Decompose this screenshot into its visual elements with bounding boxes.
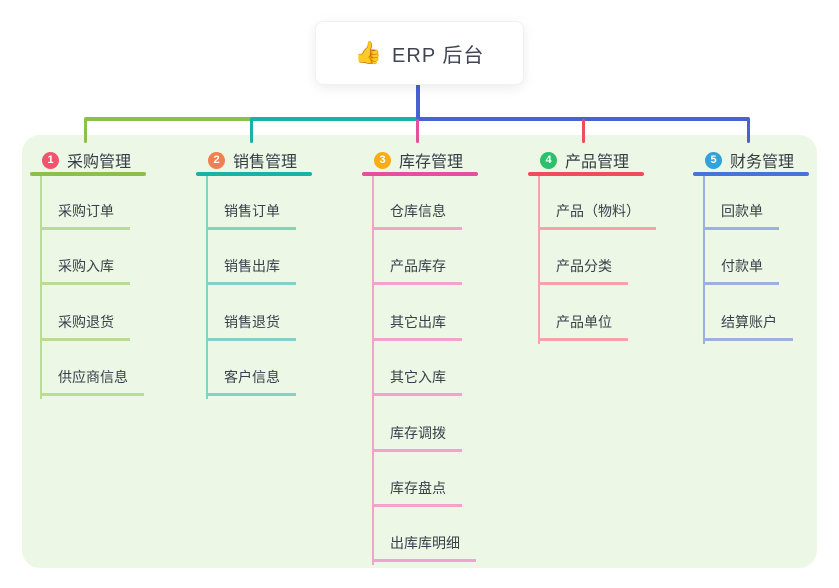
- root-trunk-connector: [416, 83, 420, 121]
- branch-header[interactable]: 1 采购管理: [42, 150, 132, 171]
- branch-label: 财务管理: [730, 154, 795, 171]
- child-item[interactable]: 仓库信息: [372, 201, 462, 230]
- branch-header[interactable]: 3 库存管理: [374, 150, 464, 171]
- branch-spine: [372, 176, 374, 565]
- branch-number-badge: 1: [42, 151, 59, 169]
- branch-spine: [538, 176, 540, 344]
- child-item[interactable]: 回款单: [703, 201, 779, 230]
- child-item[interactable]: 销售出库: [206, 256, 296, 285]
- branch-4: 4 产品管理产品（物料） 产品分类产品单位: [528, 0, 678, 588]
- branch-underline: [693, 172, 809, 176]
- child-item[interactable]: 销售退货: [206, 312, 296, 341]
- child-item[interactable]: 其它入库: [372, 367, 462, 396]
- branch-drop-connector: [250, 119, 253, 143]
- branch-spine: [206, 176, 208, 399]
- branch-drop-connector: [747, 119, 750, 143]
- branch-number-badge: 2: [208, 151, 225, 169]
- branch-3: 3 库存管理仓库信息产品库存其它出库其它入库库存调拨库存盘点出库库明细: [362, 0, 512, 588]
- branch-1: 1 采购管理采购订单采购入库采购退货供应商信息: [30, 0, 180, 588]
- child-item[interactable]: 产品库存: [372, 256, 462, 285]
- child-item[interactable]: 供应商信息: [40, 367, 144, 396]
- branch-2: 2 销售管理销售订单销售出库销售退货客户信息: [196, 0, 346, 588]
- child-item[interactable]: 销售订单: [206, 201, 296, 230]
- child-item[interactable]: 产品单位: [538, 312, 628, 341]
- child-item[interactable]: 客户信息: [206, 367, 296, 396]
- child-item[interactable]: 库存盘点: [372, 478, 462, 507]
- branches-panel: [22, 135, 817, 568]
- child-item[interactable]: 库存调拨: [372, 423, 462, 452]
- branch-spine: [703, 176, 705, 344]
- branch-underline: [362, 172, 478, 176]
- branch-label: 销售管理: [233, 154, 298, 171]
- root-node[interactable]: 👍 ERP 后台: [315, 21, 524, 85]
- branch-number-badge: 5: [705, 151, 722, 169]
- thumbs-up-icon: 👍: [354, 40, 383, 65]
- branch-number-badge: 3: [374, 151, 391, 169]
- branch-header[interactable]: 2 销售管理: [208, 150, 298, 171]
- branch-label: 库存管理: [399, 154, 464, 171]
- branch-underline: [30, 172, 146, 176]
- branch-label: 产品管理: [565, 154, 630, 171]
- child-item[interactable]: 采购退货: [40, 312, 130, 341]
- child-item[interactable]: 采购入库: [40, 256, 130, 285]
- branch-drop-connector: [84, 119, 87, 143]
- branch-drop-connector: [416, 119, 419, 143]
- main-connector-segment-teal: [250, 117, 418, 121]
- branch-drop-connector: [582, 119, 585, 143]
- branch-label: 采购管理: [67, 154, 132, 171]
- child-item[interactable]: 出库库明细: [372, 533, 476, 562]
- child-item[interactable]: 产品（物料）: [538, 201, 656, 230]
- child-item[interactable]: 产品分类: [538, 256, 628, 285]
- main-connector-segment-green: [84, 117, 253, 121]
- child-item[interactable]: 付款单: [703, 256, 779, 285]
- child-item[interactable]: 结算账户: [703, 312, 793, 341]
- root-title: ERP 后台: [392, 44, 485, 67]
- branch-underline: [196, 172, 312, 176]
- branch-header[interactable]: 4 产品管理: [540, 150, 630, 171]
- branch-header[interactable]: 5 财务管理: [705, 150, 795, 171]
- branch-spine: [40, 176, 42, 399]
- branch-underline: [528, 172, 644, 176]
- child-item[interactable]: 其它出库: [372, 312, 462, 341]
- child-item[interactable]: 采购订单: [40, 201, 130, 230]
- branch-number-badge: 4: [540, 151, 557, 169]
- branch-5: 5 财务管理回款单付款单结算账户: [693, 0, 839, 588]
